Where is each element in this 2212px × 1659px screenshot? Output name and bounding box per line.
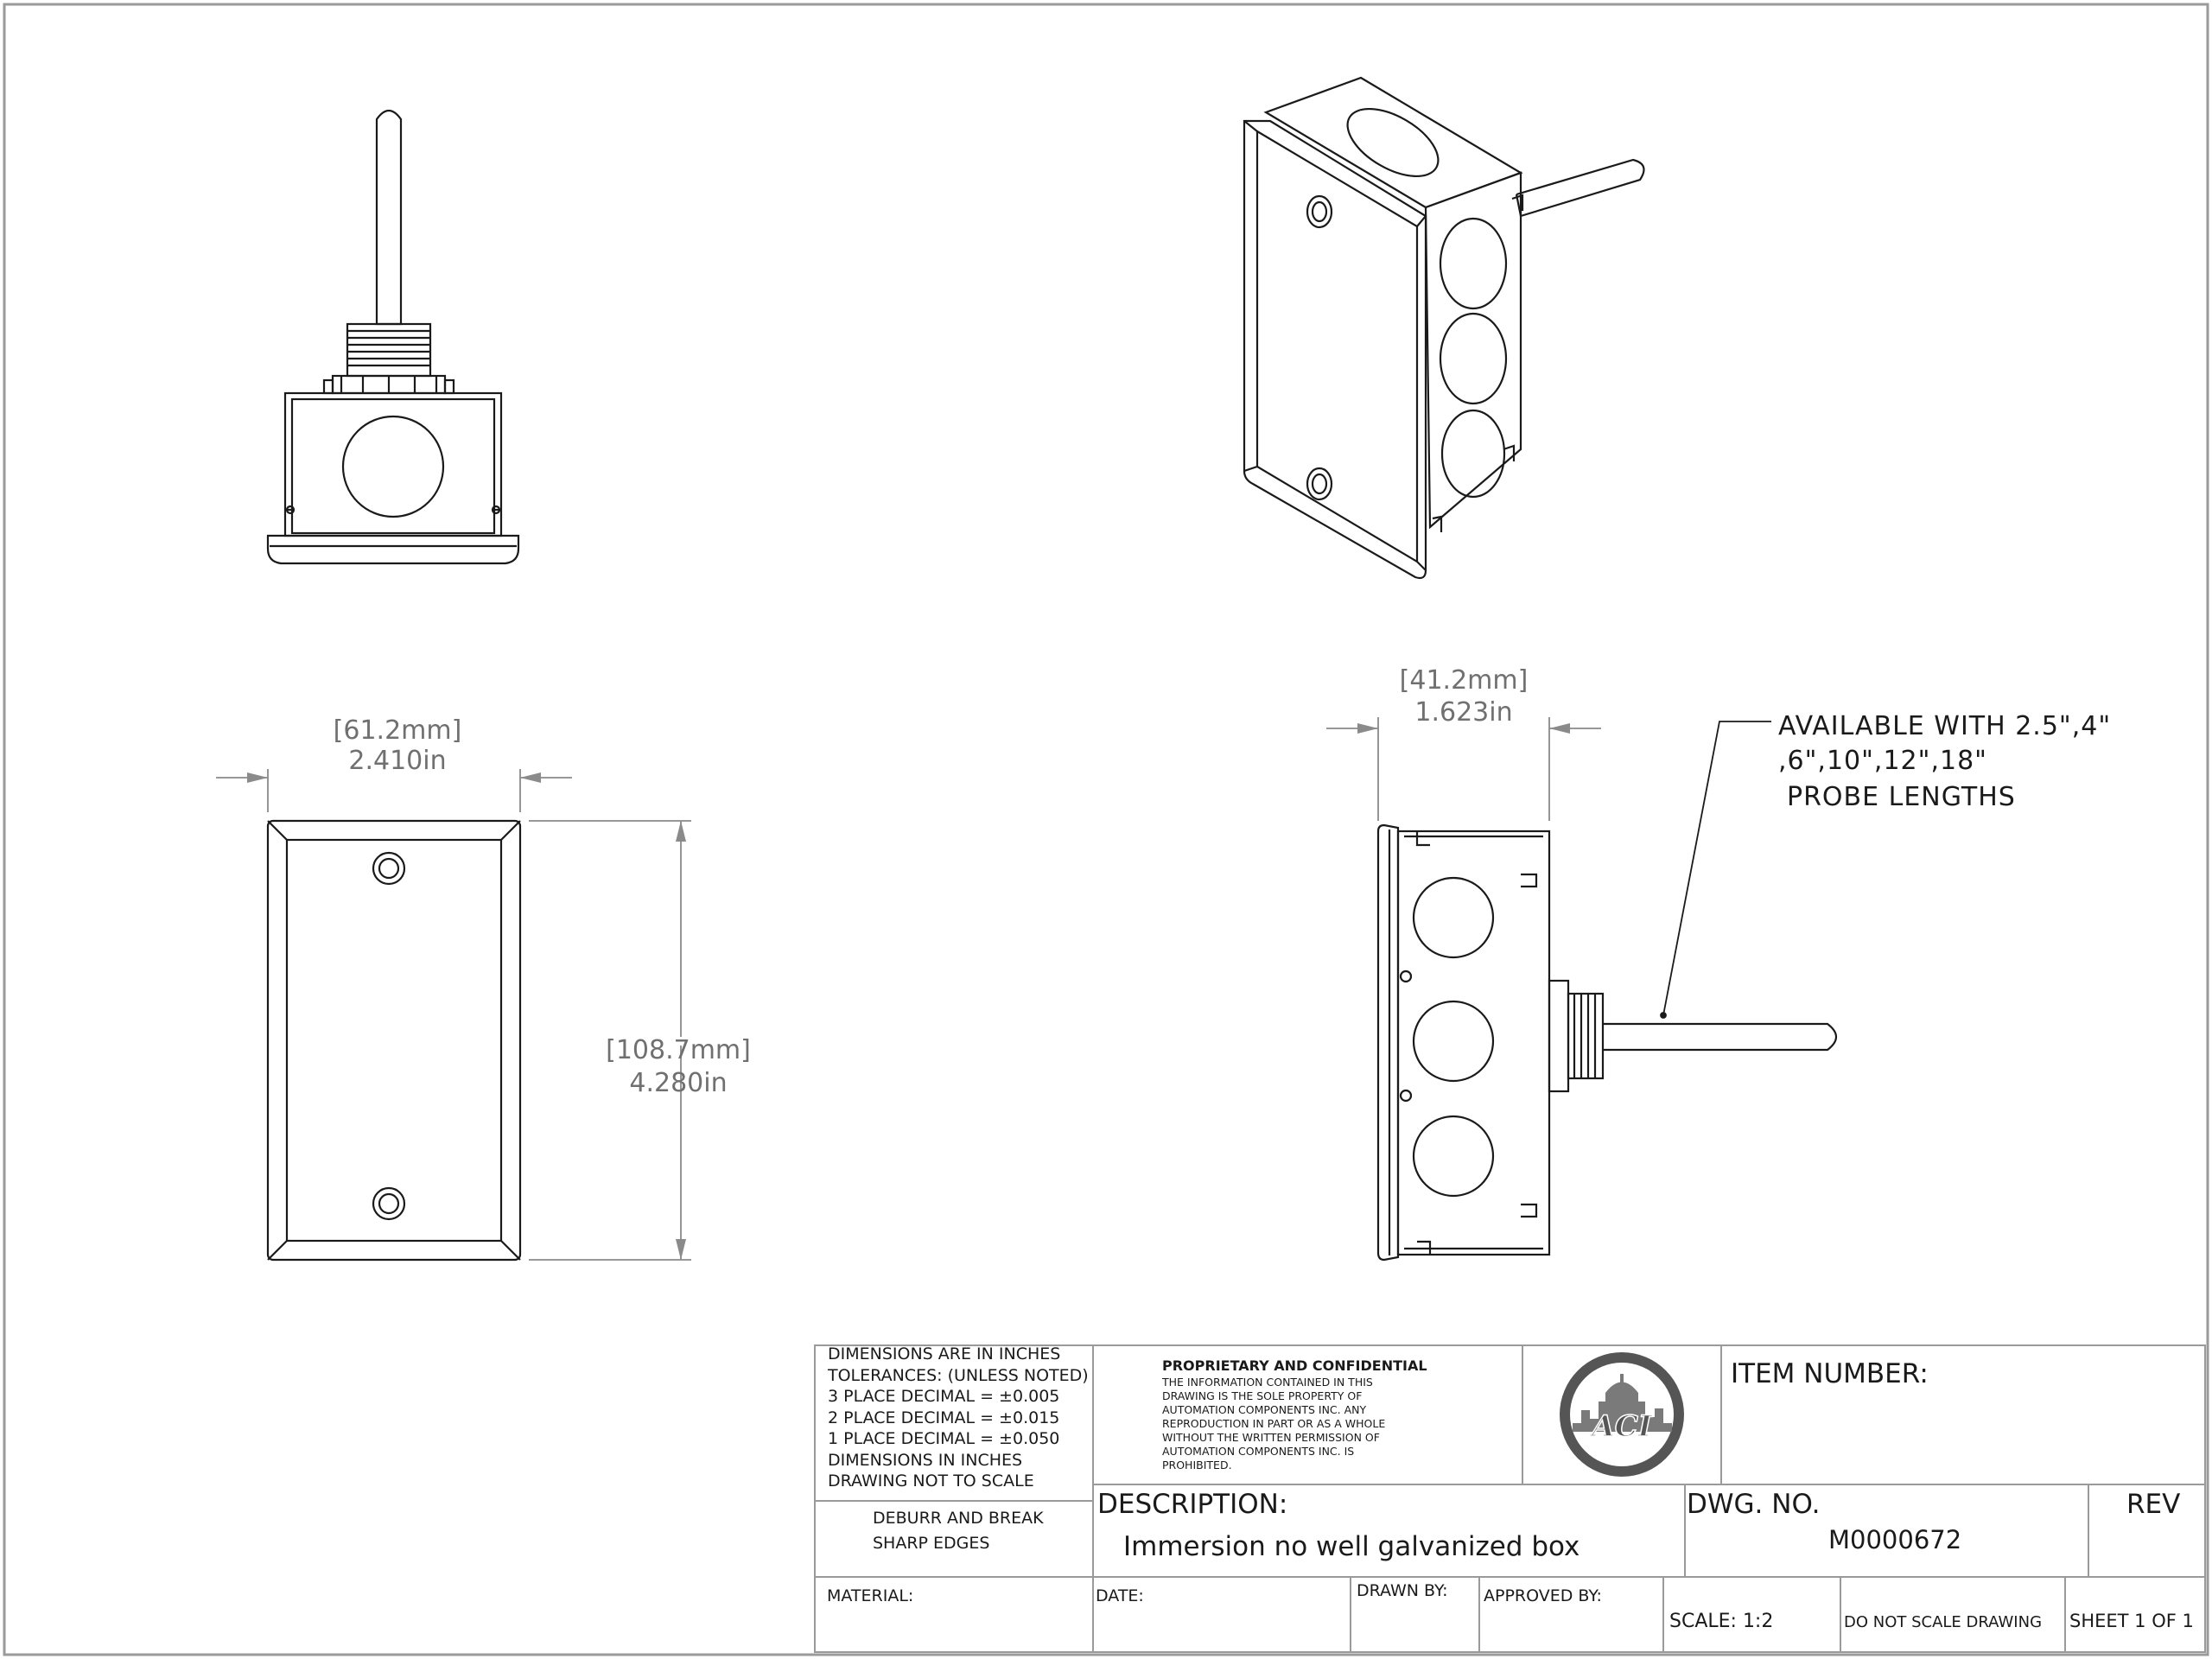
drawn-by-label: DRAWN BY: [1357,1581,1448,1600]
side-view [1376,823,1838,1262]
tolerance-line: 2 PLACE DECIMAL = ±0.015 [828,1408,1060,1427]
tolerance-line: DRAWING NOT TO SCALE [828,1471,1034,1491]
proprietary-line: AUTOMATION COMPONENTS INC. IS [1162,1445,1355,1458]
material-label: MATERIAL: [827,1586,914,1605]
description-value: Immersion no well galvanized box [1123,1531,1580,1562]
tolerance-line: DIMENSIONS IN INCHES [828,1450,1023,1470]
sheet-label: SHEET 1 OF 1 [2069,1611,2194,1631]
proprietary-line: THE INFORMATION CONTAINED IN THIS [1162,1376,1373,1389]
width-dim-mm: [61.2mm] [334,715,462,746]
proprietary-line: PROHIBITED. [1162,1459,1232,1471]
description-label: DESCRIPTION: [1097,1489,1288,1520]
dwg-no-label: DWG. NO. [1687,1489,1821,1520]
dwg-no-value: M0000672 [1828,1525,1962,1554]
height-dim-in: 4.280in [629,1068,727,1098]
deburr-note: DEBURR AND BREAK SHARP EDGES [873,1506,1044,1556]
tolerance-line: 3 PLACE DECIMAL = ±0.005 [828,1387,1060,1406]
do-not-scale-label: DO NOT SCALE DRAWING [1844,1613,2043,1631]
deburr-line: SHARP EDGES [873,1534,990,1553]
sheet-border [3,3,2209,1656]
tolerance-line: DIMENSIONS ARE IN INCHES [828,1344,1061,1363]
proprietary-line: AUTOMATION COMPONENTS INC. ANY [1162,1403,1367,1416]
probe-note-line3: PROBE LENGTHS [1787,782,2016,812]
probe-leader [1660,721,1771,1019]
approved-by-label: APPROVED BY: [1484,1586,1602,1605]
depth-dim-in: 1.623in [1414,697,1512,728]
front-view [266,819,522,1262]
aci-logo-icon: ACI [1560,1352,1684,1477]
width-dimension [216,769,572,812]
date-label: DATE: [1096,1586,1144,1605]
item-number-label: ITEM NUMBER: [1731,1358,1929,1389]
tolerance-line: TOLERANCES: (UNLESS NOTED) [828,1365,1089,1385]
rev-label: REV [2126,1489,2181,1520]
isometric-view [1243,76,1645,580]
probe-note-line1: AVAILABLE WITH 2.5",4" [1778,711,2111,741]
tolerance-line: 1 PLACE DECIMAL = ±0.050 [828,1429,1060,1448]
depth-dimension [1326,717,1601,821]
proprietary-line: WITHOUT THE WRITTEN PERMISSION OF [1162,1431,1380,1444]
width-dim-in: 2.410in [348,746,446,776]
logo-text: ACI [1589,1409,1652,1444]
height-dimension [529,820,691,1261]
proprietary-title: PROPRIETARY AND CONFIDENTIAL [1162,1357,1427,1374]
height-dim-mm: [108.7mm] [606,1035,751,1065]
title-block-grid [814,1344,2206,1653]
proprietary-line: REPRODUCTION IN PART OR AS A WHOLE [1162,1417,1386,1430]
proprietary-block: PROPRIETARY AND CONFIDENTIAL THE INFORMA… [1162,1357,1427,1472]
top-view [266,109,520,565]
tolerances-block: DIMENSIONS ARE IN INCHES TOLERANCES: (UN… [828,1344,1089,1492]
deburr-line: DEBURR AND BREAK [873,1509,1044,1528]
company-logo: ACI [1555,1350,1689,1479]
scale-label: SCALE: 1:2 [1669,1611,1774,1632]
probe-note-line2: ,6",10",12",18" [1778,746,1987,776]
proprietary-line: DRAWING IS THE SOLE PROPERTY OF [1162,1389,1363,1402]
depth-dim-mm: [41.2mm] [1400,665,1529,696]
